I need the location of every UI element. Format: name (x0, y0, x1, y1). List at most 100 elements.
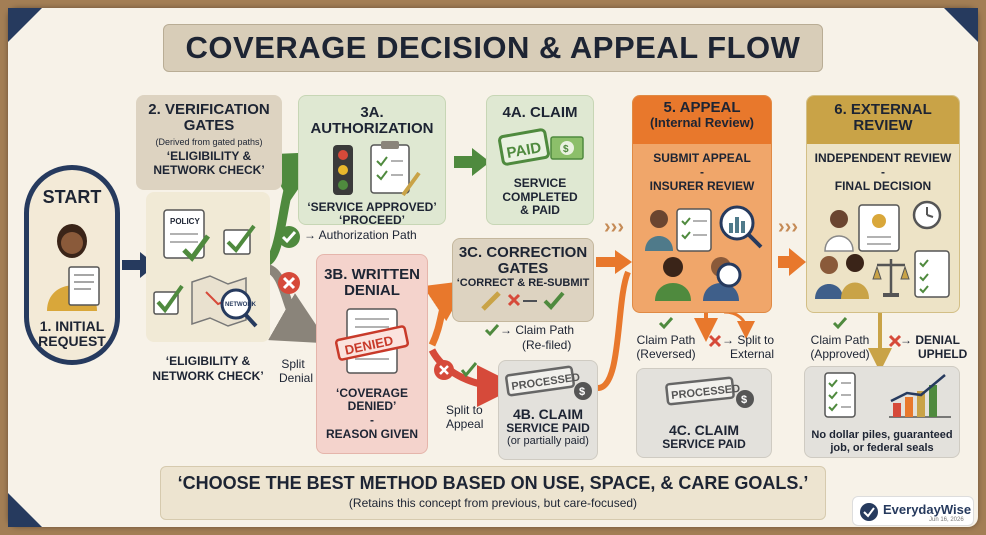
appeal-line1: SUBMIT APPEAL (653, 151, 751, 165)
corner-decoration (944, 8, 978, 42)
arrow-appeal-split-external (723, 310, 755, 339)
appeal-heading-line1: 5. APPEAL (663, 99, 741, 116)
external-path-line2: (Approved) (810, 347, 870, 361)
chevron-icon: ››› (604, 216, 624, 238)
claim-a-heading: 4A. CLAIM (502, 104, 578, 121)
check-icon (658, 317, 674, 330)
footer-banner: ‘CHOOSE THE BEST METHOD BASED ON USE, SP… (160, 466, 826, 520)
claim-b-line1: SERVICE PAID (506, 420, 590, 435)
claim-b-heading: 4B. CLAIM (513, 406, 583, 422)
claim-a-line1: SERVICE (513, 175, 567, 190)
policy-and-map-icon: POLICY NETWORK (153, 209, 258, 328)
split-appeal-line2: Appeal (446, 417, 484, 431)
correction-path-line1: → Claim Path (500, 323, 575, 337)
corner-decoration (8, 493, 42, 527)
verification-header: 2. VERIFICATION GATES (Derived from gate… (136, 95, 282, 190)
footer-sub: (Retains this concept from previous, but… (348, 495, 638, 510)
arrow-verification-to-authorization (263, 151, 324, 267)
start-node: START 1. INITIAL REQUEST (24, 165, 120, 365)
deny-x-icon (278, 272, 300, 294)
appeal-header: 5. APPEAL (Internal Review) (633, 96, 771, 144)
external-line3: FINAL DECISION (834, 178, 932, 193)
start-heading: START (42, 187, 102, 207)
denial-heading-line2: DENIAL (344, 281, 400, 299)
approve-check-icon (278, 226, 300, 248)
denial-line2: DENIED’ (347, 399, 397, 414)
check-icon (832, 317, 848, 330)
correction-card: 3C. CORRECTION GATES ‘CORRECT & RE-SUBMI… (452, 238, 594, 322)
svg-text:NETWORK: NETWORK (225, 302, 257, 308)
denied-document-icon: DENIED (334, 307, 410, 374)
appeal-path-line1: Claim Path (636, 333, 696, 347)
split-denial-line1: Split (281, 357, 305, 371)
appeal-heading-line2: (Internal Review) (649, 114, 755, 130)
correction-heading-line1: 3C. CORRECTION (458, 244, 588, 261)
authorization-card: 3A. AUTHORIZATION ‘SERVICE APPROVED’ ‘PR… (298, 95, 446, 228)
independent-review-icon (815, 201, 950, 300)
denial-line4: REASON GIVEN (325, 426, 418, 441)
svg-text:POLICY: POLICY (170, 217, 200, 226)
authorization-heading: 3A. AUTHORIZATION (310, 104, 434, 137)
verification-bottom-line2: NETWORK CHECK’ (152, 369, 264, 383)
arrow-verification-to-denial (264, 263, 329, 344)
claim-c-heading: 4C. CLAIM (669, 422, 739, 438)
paid-stamp-icon: PAID $ (498, 128, 584, 166)
denial-line3: - (370, 413, 374, 428)
title-banner: COVERAGE DECISION & APPEAL FLOW (163, 24, 823, 72)
verification-heading-line2: GATES (183, 116, 235, 134)
claim-b-card: PROCESSED $ 4B. CLAIM SERVICE PAID (or p… (498, 360, 598, 460)
page-title: COVERAGE DECISION & APPEAL FLOW (185, 30, 801, 65)
external-line2: - (881, 164, 885, 179)
claim-a-line3: & PAID (520, 203, 560, 218)
brand-name: EverydayWise (883, 502, 972, 517)
external-review-card: 6. EXTERNAL REVIEW INDEPENDENT REVIEW - … (806, 95, 960, 313)
authorization-quote-line2: ‘PROCEED’ (338, 213, 405, 228)
claim-a-line2: COMPLETED (502, 189, 578, 204)
arrow-denial-to-correction (422, 280, 470, 347)
verification-bottom-line1: ‘ELIGIBILITY & (165, 354, 251, 368)
appeal-line2: - (700, 164, 704, 179)
correction-subtitle: ‘CORRECT & RE-SUBMIT (456, 276, 590, 289)
check-icon (484, 324, 500, 337)
deny-x-icon (708, 334, 722, 348)
appeal-card: 5. APPEAL (Internal Review) SUBMIT APPEA… (632, 95, 772, 313)
claim-a-card: 4A. CLAIM PAID $ SERVICE COMPLETED & PAI… (486, 95, 594, 225)
brand-date: Jun 16, 2026 (929, 517, 964, 523)
claim-b-line2: (or partially paid) (507, 435, 589, 448)
check-icon (460, 362, 478, 378)
external-note-line1: No dollar piles, guaranteed (811, 429, 953, 441)
brand-badge: EverydayWise Jun 16, 2026 (852, 496, 974, 526)
external-path-line1: Claim Path (810, 333, 870, 347)
appeal-line3: INSURER REVIEW (649, 178, 755, 193)
chevron-icon: ››› (778, 216, 798, 238)
verification-subtitle: (Derived from gated paths) (155, 136, 263, 147)
verification-check-line2: NETWORK CHECK’ (153, 162, 265, 177)
appeal-split-line1: → Split to (722, 333, 775, 347)
claim-c-card: PROCESSED $ 4C. CLAIM SERVICE PAID (636, 368, 772, 458)
person-with-form-icon (47, 223, 100, 311)
external-heading-line2: REVIEW (853, 116, 913, 134)
corner-decoration (8, 8, 42, 42)
deny-x-icon (888, 334, 902, 348)
external-note-line2: job, or federal seals (830, 441, 934, 454)
split-appeal-line1: Split to (446, 403, 483, 417)
start-label-line1: 1. INITIAL (39, 317, 105, 334)
denial-line1: ‘COVERAGE (335, 385, 408, 400)
denial-heading-line1: 3B. WRITTEN (324, 266, 420, 283)
external-upheld-line2: UPHELD (918, 347, 968, 361)
authorization-path-label: → Authorization Path (304, 228, 417, 242)
verification-illustration: POLICY NETWORK (146, 192, 270, 342)
split-markers (434, 360, 478, 380)
split-denial-line2: Denial (278, 371, 314, 385)
footer-main: ‘CHOOSE THE BEST METHOD BASED ON USE, SP… (177, 473, 809, 493)
verification-check-line1: ‘ELIGIBILITY & (166, 148, 252, 163)
verification-heading-line1: 2. VERIFICATION (148, 101, 270, 118)
external-upheld-line1: → DENIAL (900, 333, 960, 347)
review-team-icon (645, 205, 763, 302)
appeal-split-line2: External (730, 347, 775, 361)
traffic-light-clipboard-icon (333, 140, 421, 196)
external-header: 6. EXTERNAL REVIEW (807, 96, 959, 144)
svg-text:PAID: PAID (505, 139, 542, 162)
external-outcome-card: No dollar piles, guaranteed job, or fede… (804, 366, 960, 458)
